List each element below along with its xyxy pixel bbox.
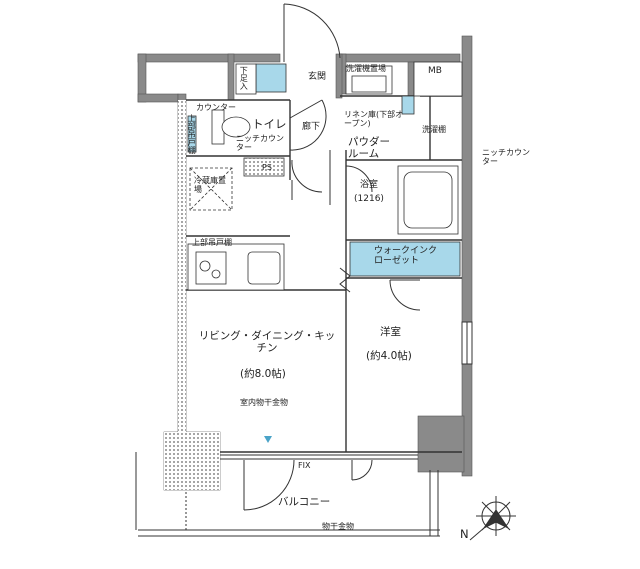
label-ldk-area: (約8.0帖) [240,368,286,380]
label-linen: リネン庫(下部オープン) [344,110,404,129]
balcony-outline [135,452,440,537]
label-mb: MB [428,66,442,76]
wall-texture [164,100,220,490]
balcony-windows [220,454,418,460]
hall-door [291,150,331,205]
powder-door [345,165,373,193]
label-laundry-shelf: 洗濯棚 [422,125,446,134]
fridge-space [189,167,233,211]
washer [345,65,393,95]
label-hallway: 廊下 [302,122,321,132]
entry-marker [264,436,272,443]
western-door [389,279,421,311]
label-niche-counter: ニッチカウンター [236,134,284,153]
toilet-door [289,99,327,151]
label-fridge: 冷蔵庫置場 [194,176,226,195]
label-balcony: バルコニー [278,496,331,508]
label-powder-room: パウダールーム [348,136,390,161]
mb-shaft [413,61,463,97]
label-fix: FIX [298,461,311,470]
label-ldk: リビング・ダイニング・キッチン [198,330,336,355]
ps-shaft [243,157,285,177]
label-shoe-cabinet: 下足入 [239,66,249,90]
label-upper-cabinet-left: 上部吊戸棚 [187,114,197,154]
label-upper-counter: カウンター [196,103,236,112]
label-balcony-dry: 物干金物 [322,522,354,531]
label-north: N [460,527,469,541]
label-indoor-dry: 室内物干金物 [240,398,288,407]
label-entrance: 玄関 [308,72,327,82]
bathtub [397,165,459,235]
label-bath: 浴室 [360,180,379,190]
fixtures [187,63,461,287]
shoe-cabinet [235,63,257,95]
label-washer-space: 洗濯機置場 [346,64,386,73]
entry-door [283,3,341,62]
balcony-door [243,459,373,511]
label-walkin-closet: ウォークインクローゼット [374,246,438,267]
label-bath-size: (1216) [354,194,384,204]
compass-icon [469,496,516,541]
toilet-fixture [211,109,251,145]
label-niche-counter-right: ニッチカウンター [482,148,530,167]
label-western-room: 洋室 [380,326,401,338]
label-western-area: (約4.0帖) [366,350,412,362]
side-window [461,321,473,365]
label-upper-cabinet-kitchen: 上部吊戸棚 [192,238,232,247]
label-toilet: トイレ [252,117,287,131]
label-ps: PS [262,163,272,172]
kitchen-counter [187,243,285,291]
